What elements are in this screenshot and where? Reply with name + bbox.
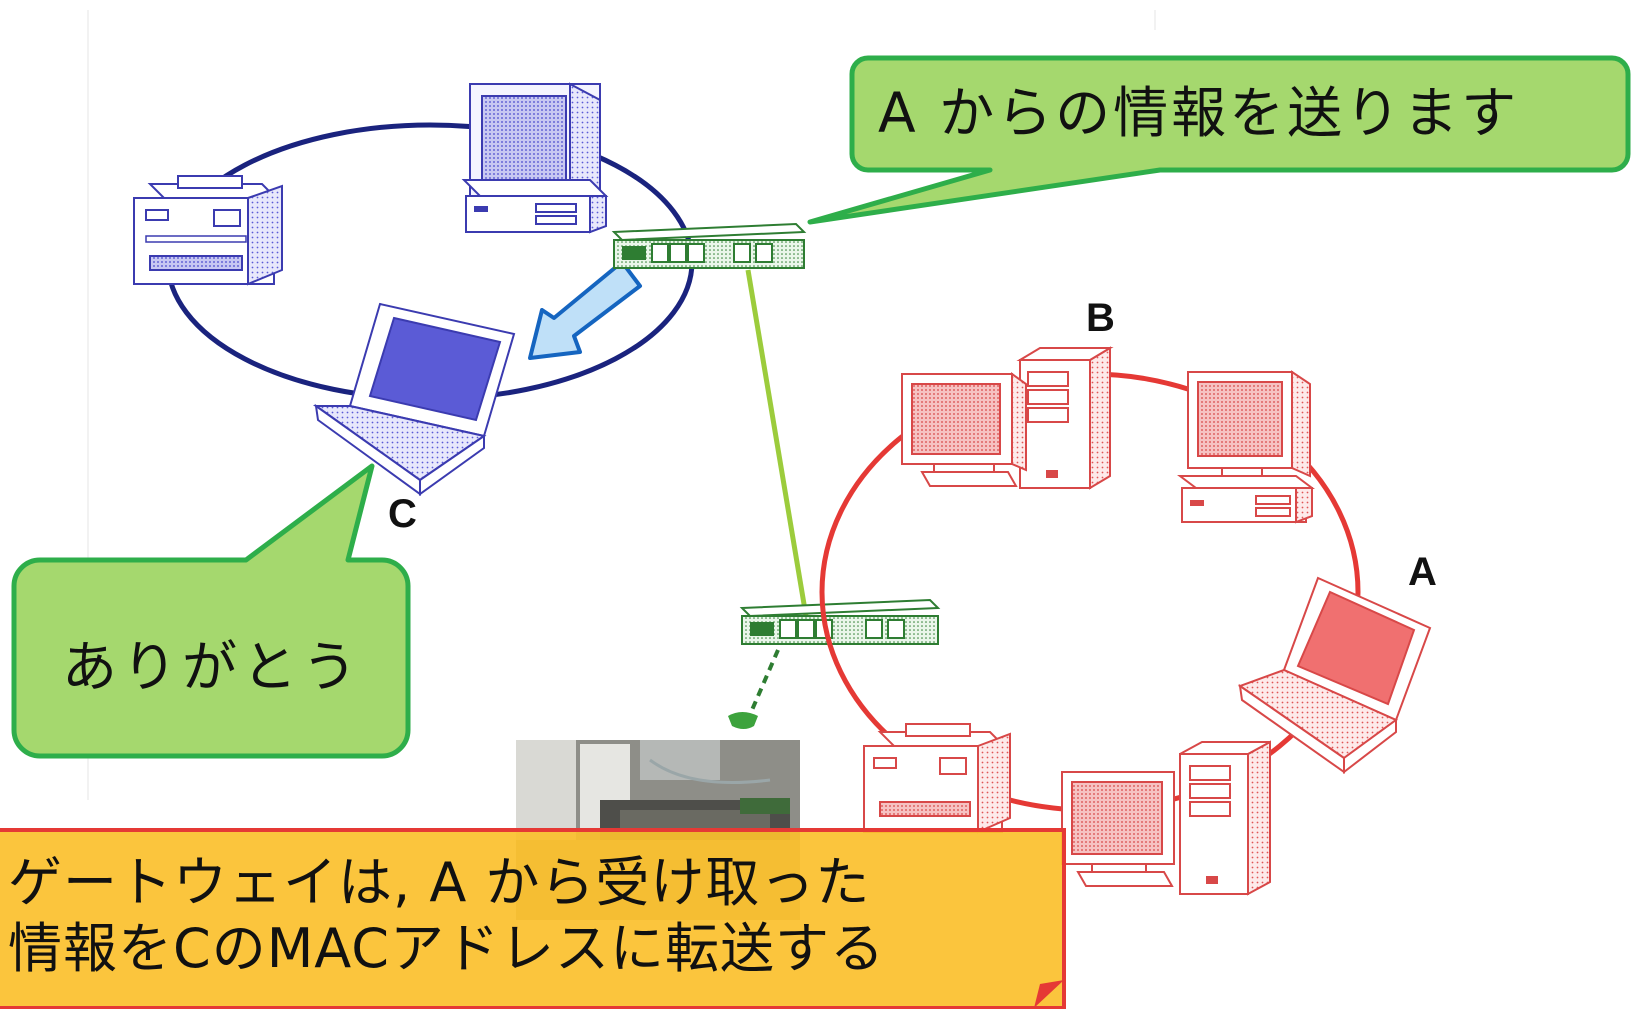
red-printer-icon	[863, 723, 1011, 834]
gateway-link	[745, 269, 809, 617]
callout-top-bubble	[807, 55, 1631, 225]
explanation-line-2: 情報をCのMACアドレスに転送する	[8, 917, 885, 980]
blue-laptop-icon	[312, 302, 516, 496]
node-label-c: C	[388, 492, 417, 536]
node-label-a: A	[1408, 550, 1437, 594]
switch-bottom-icon	[739, 598, 941, 645]
red-computer-b-icon	[901, 346, 1114, 490]
red-laptop-a-icon	[1237, 576, 1432, 775]
callout-left-bubble	[11, 463, 411, 759]
data-flow-arrow	[528, 260, 642, 360]
switch-top-icon	[611, 222, 807, 269]
explanation-note-text: ゲートウェイは, A から受け取った 情報をCのMACアドレスに転送する	[8, 850, 885, 982]
callout-gateway-sends-text: A からの情報を送ります	[878, 81, 1520, 145]
note-fold-corner	[1034, 980, 1064, 1008]
router-icon	[728, 712, 758, 729]
explanation-line-1: ゲートウェイは, A から受け取った	[8, 851, 871, 914]
red-tower-computer-icon	[1061, 740, 1271, 896]
router-link	[750, 649, 780, 711]
explanation-note-box	[0, 828, 1066, 1009]
red-desktop-icon	[1177, 370, 1315, 524]
blue-printer-icon	[133, 175, 283, 286]
node-label-b: B	[1086, 296, 1115, 340]
blue-desktop-icon	[461, 82, 609, 234]
callout-thanks-text: ありがとう	[62, 635, 363, 699]
